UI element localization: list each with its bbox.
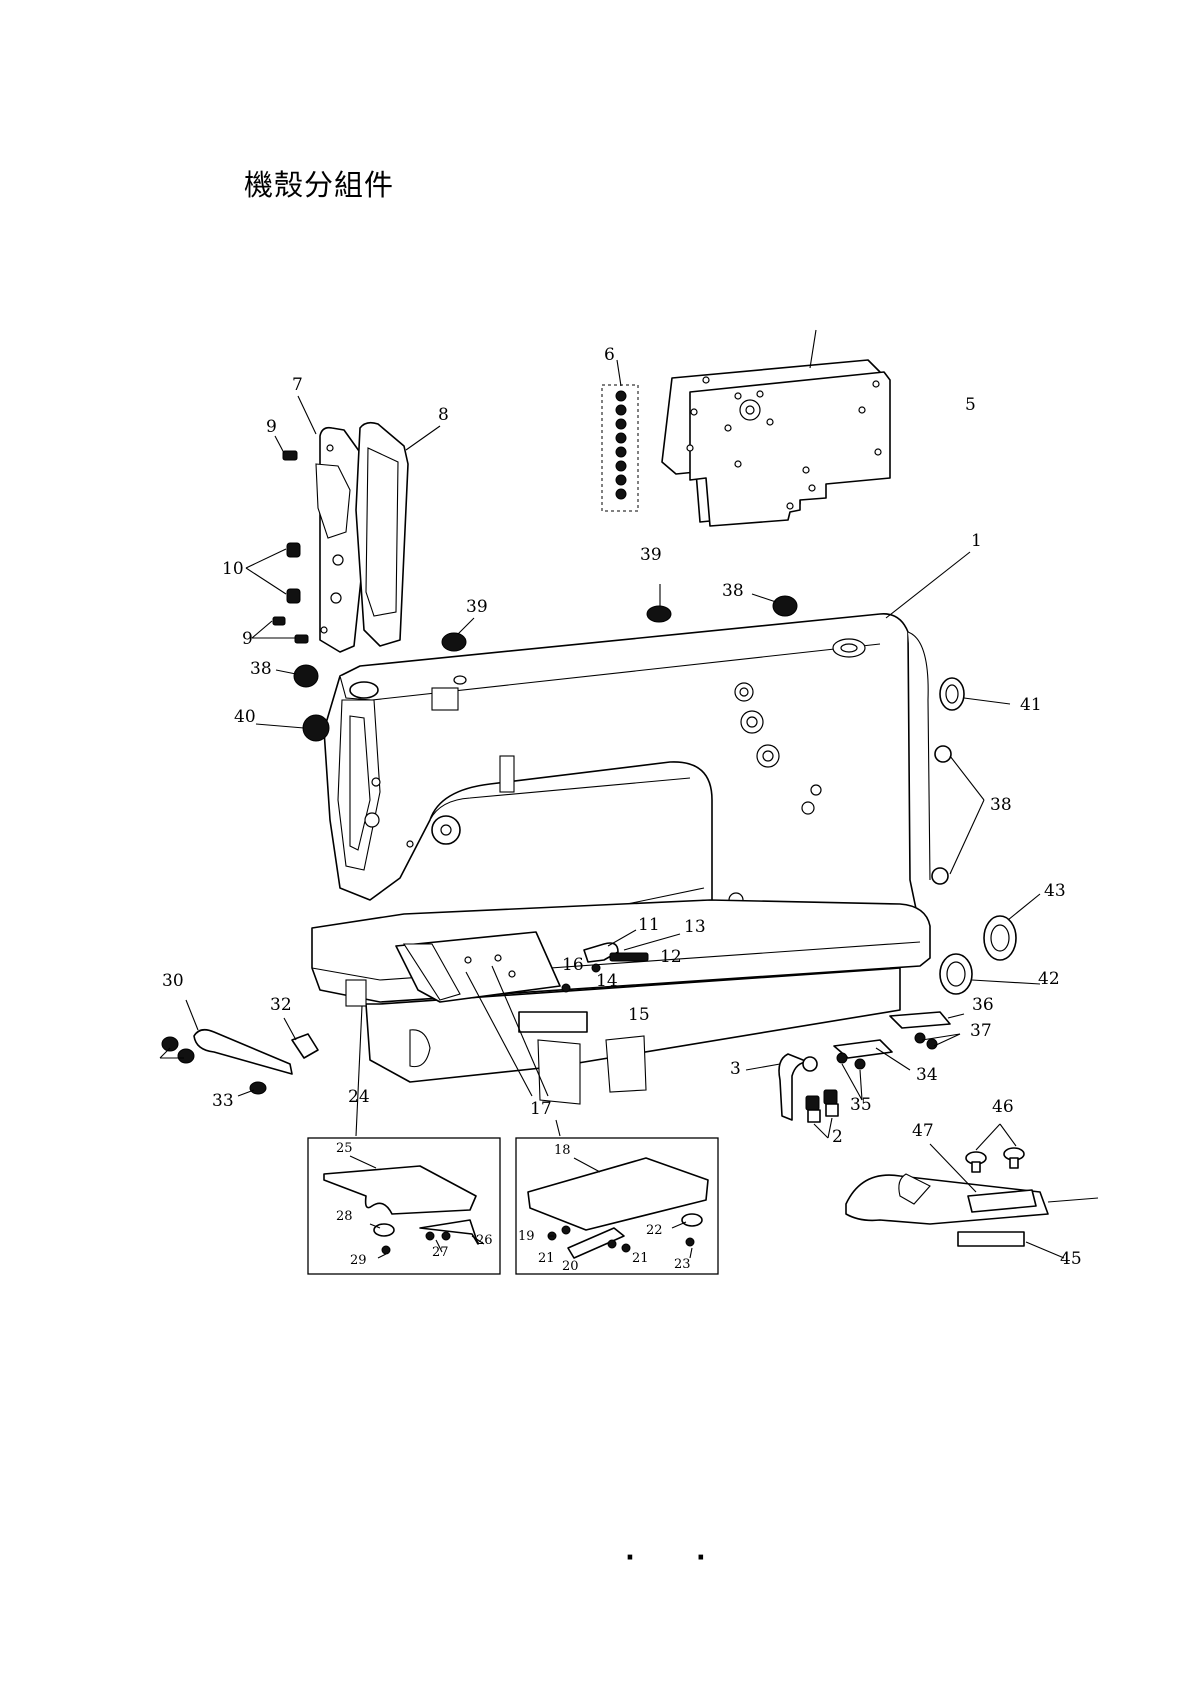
callout-42: 42 <box>1038 969 1060 989</box>
face-plate <box>316 428 364 652</box>
callout-15: 15 <box>628 1005 650 1025</box>
callout-26: 26 <box>476 1233 493 1248</box>
page-number-marker: · · <box>625 1543 732 1573</box>
callout-43: 43 <box>1044 881 1066 901</box>
callout-24: 24 <box>348 1087 370 1107</box>
callout-6: 6 <box>604 345 615 365</box>
face-plate-gasket <box>356 423 408 646</box>
callout-34: 34 <box>916 1065 938 1085</box>
callout-39-top: 39 <box>640 545 662 565</box>
callout-9-top: 9 <box>266 417 277 437</box>
callout-37: 37 <box>970 1021 992 1041</box>
callout-41: 41 <box>1020 695 1042 715</box>
screws-9-10 <box>273 451 308 643</box>
callout-7: 7 <box>292 375 303 395</box>
callout-39-left: 39 <box>466 597 488 617</box>
callout-36: 36 <box>972 995 994 1015</box>
callout-3: 3 <box>730 1059 741 1079</box>
callout-25: 25 <box>336 1141 353 1156</box>
callout-47: 47 <box>912 1121 934 1141</box>
callout-27: 27 <box>432 1245 449 1260</box>
callout-2: 2 <box>832 1127 843 1147</box>
machine-arm <box>324 614 930 944</box>
callout-28: 28 <box>336 1209 353 1224</box>
callout-13: 13 <box>684 917 706 937</box>
callout-17: 17 <box>530 1099 552 1119</box>
callout-23: 23 <box>674 1257 691 1272</box>
bed-plate <box>312 900 930 1104</box>
callout-46: 46 <box>992 1097 1014 1117</box>
callout-32: 32 <box>270 995 292 1015</box>
callout-45: 45 <box>1060 1249 1082 1269</box>
callout-38-left: 38 <box>250 659 272 679</box>
rear-cover-plate <box>662 360 890 526</box>
subassembly-box-25 <box>308 1138 500 1274</box>
callout-1: 1 <box>971 531 982 551</box>
callout-40: 40 <box>234 707 256 727</box>
callout-8: 8 <box>438 405 449 425</box>
callout-35: 35 <box>850 1095 872 1115</box>
callout-33: 33 <box>212 1091 234 1111</box>
callout-21-right: 21 <box>632 1251 649 1266</box>
callout-38-right: 38 <box>990 795 1012 815</box>
callout-14: 14 <box>596 971 618 991</box>
callout-30: 30 <box>162 971 184 991</box>
callout-12: 12 <box>660 947 682 967</box>
callout-11: 11 <box>638 915 660 935</box>
callout-22: 22 <box>646 1223 663 1238</box>
callout-16: 16 <box>562 955 584 975</box>
callout-18: 18 <box>554 1143 571 1158</box>
knee-lifter <box>162 1030 318 1094</box>
callout-20: 20 <box>562 1259 579 1274</box>
screw-strip <box>602 385 638 511</box>
callout-21-left: 21 <box>538 1251 555 1266</box>
callout-29: 29 <box>350 1253 367 1268</box>
callout-5: 5 <box>965 395 976 415</box>
callout-38-top: 38 <box>722 581 744 601</box>
callout-9-bottom: 9 <box>242 629 253 649</box>
callout-10: 10 <box>222 559 244 579</box>
callout-19: 19 <box>518 1229 535 1244</box>
needle-plate <box>846 1148 1048 1246</box>
